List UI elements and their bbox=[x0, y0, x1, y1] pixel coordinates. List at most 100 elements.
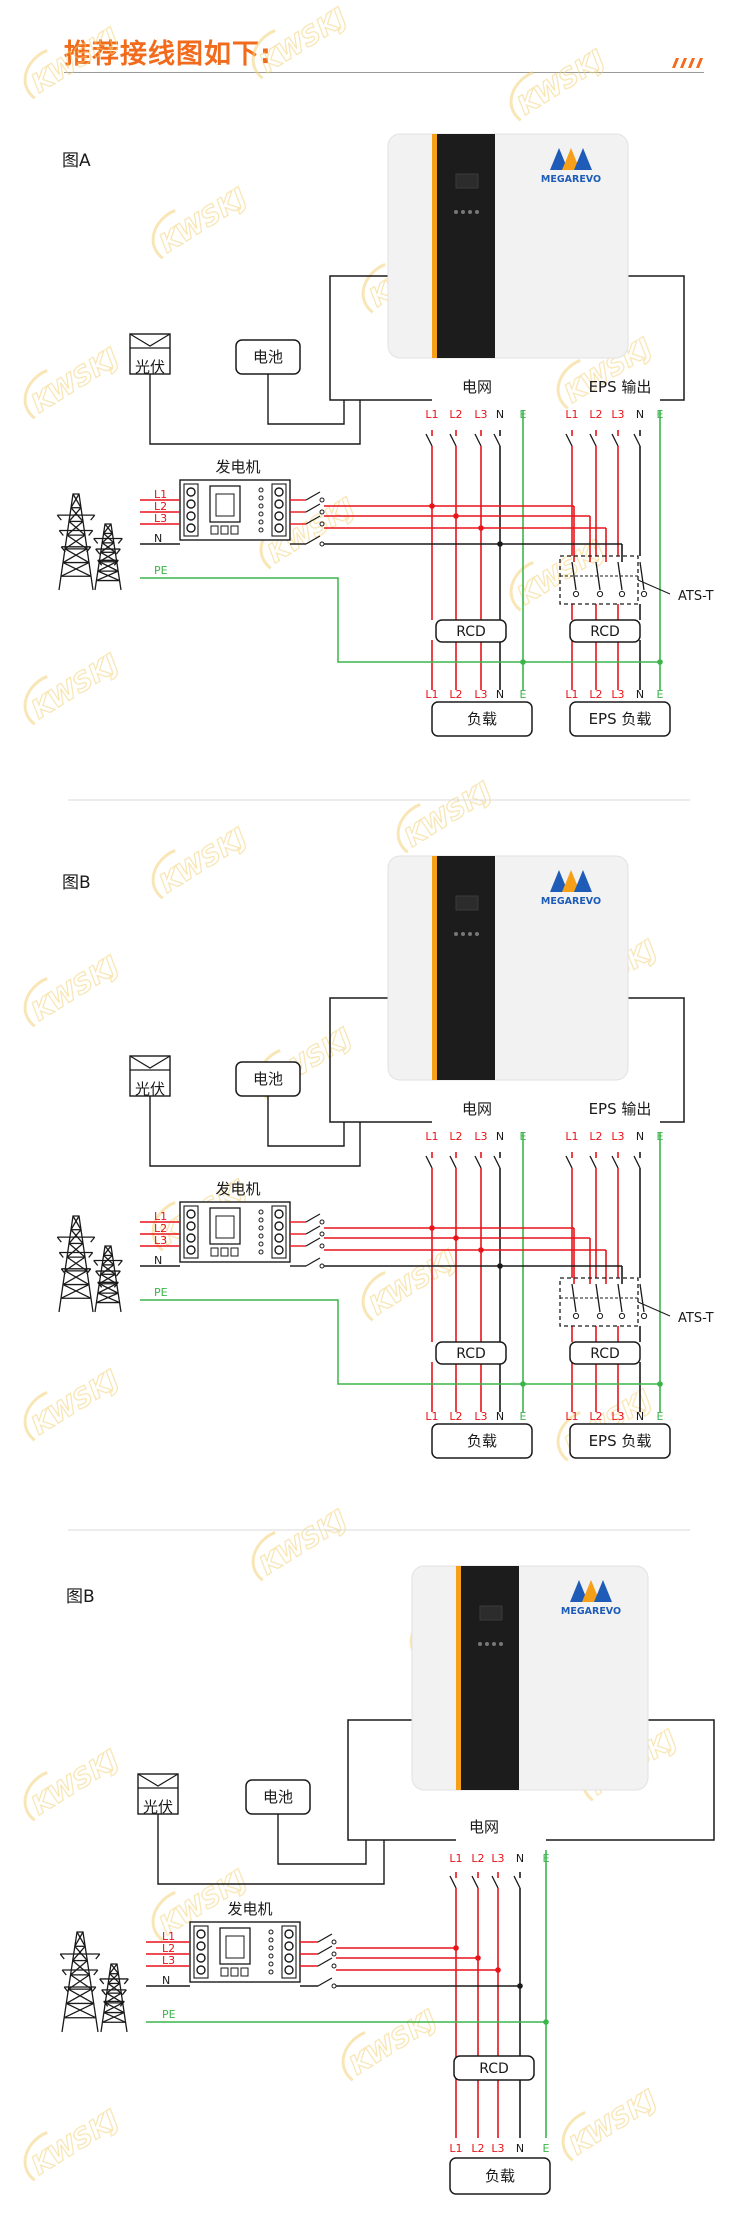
watermark-text: KWSKJ bbox=[27, 2105, 125, 2182]
generator-terminal bbox=[186, 487, 196, 497]
eps-terminal-label: L3 bbox=[611, 1130, 624, 1143]
breaker-blade bbox=[493, 1155, 501, 1169]
inverter-display bbox=[479, 1605, 503, 1621]
breaker-blade bbox=[611, 1155, 619, 1169]
generator-coil bbox=[268, 1969, 274, 1975]
watermark-text: KWSKJ bbox=[255, 1505, 353, 1582]
generator-terminal-right bbox=[271, 483, 287, 537]
generator-coil bbox=[258, 1217, 264, 1223]
inverter-unit: MEGAREVO bbox=[411, 1565, 649, 1791]
generator-coil bbox=[258, 503, 264, 509]
junction-dot bbox=[657, 1381, 663, 1387]
generator-coil bbox=[258, 527, 264, 533]
load-box-label: 负载 bbox=[467, 1432, 497, 1450]
grid-terminal-label: L1 bbox=[425, 408, 438, 421]
generator-screen-inner bbox=[215, 493, 235, 517]
inverter-unit: MEGAREVO bbox=[387, 133, 629, 359]
breaker-blade bbox=[513, 1875, 521, 1889]
junction-dot bbox=[495, 1967, 501, 1973]
pv-wire bbox=[149, 1096, 361, 1167]
eps-terminal-label: L1 bbox=[565, 1130, 578, 1143]
load-terminal-label: L1 bbox=[449, 2142, 462, 2155]
watermark-text: KWSKJ bbox=[565, 2085, 663, 2162]
logo-m-mid bbox=[562, 870, 580, 892]
generator-line-label: L2 bbox=[154, 1222, 167, 1235]
load-terminal-label: L1 bbox=[425, 1410, 438, 1423]
ats-leader bbox=[637, 579, 671, 595]
pe-label: PE bbox=[154, 1286, 168, 1299]
gen-breaker-blade bbox=[305, 515, 321, 525]
breaker-blade bbox=[493, 433, 501, 447]
pv-panel-box bbox=[129, 333, 171, 375]
generator-terminal bbox=[274, 1221, 284, 1231]
rcd-grid-box-label: RCD bbox=[479, 2061, 509, 2077]
watermark-swoosh bbox=[561, 2111, 586, 2162]
watermark-swoosh bbox=[509, 561, 534, 612]
generator-terminal bbox=[186, 499, 196, 509]
inverter-orange-strip bbox=[432, 134, 437, 358]
generator-terminal bbox=[196, 1941, 206, 1951]
eps-load-terminal-label: L1 bbox=[565, 1410, 578, 1423]
watermark-swoosh bbox=[251, 1531, 276, 1582]
generator-terminal-left bbox=[183, 1205, 199, 1259]
eps-terminal-label: L2 bbox=[589, 408, 602, 421]
watermark-text: KWSKJ bbox=[400, 777, 498, 854]
breaker-blade bbox=[425, 433, 433, 447]
heading-stripes-decoration bbox=[672, 58, 703, 68]
junction-dot bbox=[520, 1381, 526, 1387]
watermark: KWSKJ bbox=[23, 1364, 125, 1442]
generator-coil bbox=[258, 1225, 264, 1231]
load-terminal-label: L3 bbox=[491, 2142, 504, 2155]
page-heading: 推荐接线图如下: bbox=[64, 39, 272, 70]
logo-m-left bbox=[570, 1580, 588, 1602]
watermark-swoosh bbox=[23, 2131, 48, 2182]
breaker-blade bbox=[633, 1155, 641, 1169]
generator-terminal bbox=[274, 1233, 284, 1243]
junction-dot bbox=[453, 1235, 459, 1241]
generator-terminal bbox=[284, 1953, 294, 1963]
generator-button bbox=[220, 1967, 229, 1977]
watermark-swoosh bbox=[23, 369, 48, 420]
logo-m-right bbox=[574, 148, 592, 170]
generator-button bbox=[230, 1967, 239, 1977]
load-terminal-label: L3 bbox=[474, 1410, 487, 1423]
watermark: KWSKJ bbox=[509, 534, 611, 612]
junction-dot bbox=[517, 1983, 523, 1989]
watermark-swoosh bbox=[23, 1771, 48, 1822]
inverter-body bbox=[387, 855, 629, 1081]
generator-line-label: N bbox=[162, 1974, 170, 1987]
watermark-text: KWSKJ bbox=[27, 1745, 125, 1822]
pv-panel-icon-mark bbox=[137, 1773, 179, 1787]
inverter-frame-left bbox=[329, 997, 432, 1123]
generator-terminal bbox=[196, 1953, 206, 1963]
pv-panel-box bbox=[137, 1773, 179, 1815]
generator-unit bbox=[189, 1921, 301, 1983]
gen-breaker-blade bbox=[305, 535, 321, 545]
gen-breaker-blade bbox=[317, 1977, 333, 1987]
eps-terminal-label: N bbox=[636, 408, 644, 421]
breaker-blade bbox=[589, 433, 597, 447]
watermark-swoosh bbox=[23, 675, 48, 726]
logo-m-left bbox=[550, 870, 568, 892]
generator-unit bbox=[179, 479, 291, 541]
breaker-blade bbox=[611, 433, 619, 447]
generator-terminal bbox=[196, 1929, 206, 1939]
generator-coil bbox=[268, 1961, 274, 1967]
eps-load-box-label: EPS 负载 bbox=[589, 1432, 652, 1450]
inverter-black-panel bbox=[461, 1566, 519, 1790]
generator-line-label: N bbox=[154, 1254, 162, 1267]
rcd-eps-box-label: RCD bbox=[590, 624, 620, 640]
ats-contact bbox=[596, 1312, 604, 1320]
inverter-led bbox=[475, 932, 479, 936]
generator-button bbox=[220, 525, 229, 535]
battery-box-label: 电池 bbox=[263, 1788, 293, 1806]
rcd-eps-box bbox=[569, 619, 641, 643]
gen-breaker-contact bbox=[319, 1263, 325, 1269]
ats-contact bbox=[618, 590, 626, 598]
breaker-blade bbox=[565, 433, 573, 447]
junction-dot bbox=[478, 1247, 484, 1253]
generator-line-label: L2 bbox=[162, 1942, 175, 1955]
inverter-led bbox=[475, 210, 479, 214]
